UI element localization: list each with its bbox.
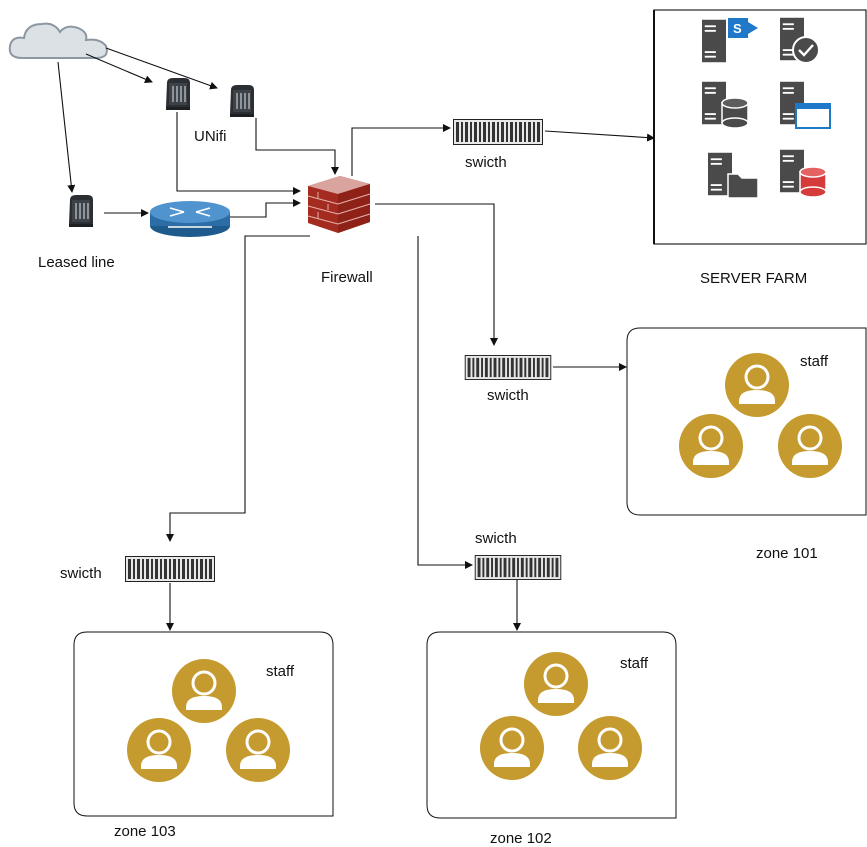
server-farm-box: [653, 9, 867, 245]
staff-icon: [226, 718, 290, 782]
sql-server-icon: [780, 149, 827, 198]
link-firewall-switch102: [417, 236, 473, 569]
switch-server-icon: [452, 119, 544, 145]
staff-icon: [679, 414, 743, 478]
staff-icon: [480, 716, 544, 780]
link-router-firewall: [230, 199, 301, 218]
staff-icon: [127, 718, 191, 782]
unifi-label: UNifi: [194, 128, 227, 145]
switch-101-label: swicth: [487, 387, 529, 404]
unifi-device-1-icon: [166, 78, 190, 110]
verified-server-icon: [780, 17, 820, 64]
firewall-icon: [307, 176, 371, 233]
link-cloud-unifi1: [85, 53, 153, 83]
link-unifi1-firewall: [176, 112, 301, 195]
link-switch-serverfarm: [544, 130, 655, 142]
leased-line-modem-icon: [69, 195, 93, 227]
firewall-label: Firewall: [321, 269, 373, 286]
staff-icon: [578, 716, 642, 780]
switch-102-icon: [474, 555, 562, 580]
switch-server-label: swicth: [465, 154, 507, 171]
file-server-icon: [708, 152, 759, 199]
staff-icon: [778, 414, 842, 478]
staff-icon: [725, 353, 789, 417]
link-firewall-switch-server: [351, 124, 451, 176]
zone-101-staff-label: staff: [800, 353, 829, 370]
link-unifi2-firewall: [255, 118, 339, 175]
zone-101-label: zone 101: [756, 545, 818, 562]
web-server-icon: [780, 81, 831, 129]
staff-icon: [524, 652, 588, 716]
svg-text:S: S: [733, 21, 742, 36]
connectors: [57, 47, 655, 631]
zone-102-staff-label: staff: [620, 655, 649, 672]
leased-line-label: Leased line: [38, 254, 115, 271]
switch-103-label: swicth: [60, 565, 102, 582]
staff-icon: [172, 659, 236, 723]
link-firewall-switch101: [375, 203, 498, 346]
link-firewall-switch103: [166, 235, 310, 542]
cloud-icon: [8, 22, 108, 59]
database-server-icon: [702, 81, 749, 129]
switch-103-icon: [125, 556, 215, 582]
zone-102-label: zone 102: [490, 830, 552, 847]
switch-102-label: swicth: [475, 530, 517, 547]
server-farm-label: SERVER FARM: [700, 270, 807, 287]
zone-103-label: zone 103: [114, 823, 176, 840]
zone-103-staff-label: staff: [266, 663, 295, 680]
sharepoint-server-icon: S: [702, 18, 758, 63]
unifi-device-2-icon: [230, 85, 254, 117]
router-icon: [150, 201, 230, 237]
link-cloud-unifi2: [105, 47, 218, 90]
switch-101-icon: [464, 355, 552, 380]
link-cloud-leased: [57, 61, 76, 193]
